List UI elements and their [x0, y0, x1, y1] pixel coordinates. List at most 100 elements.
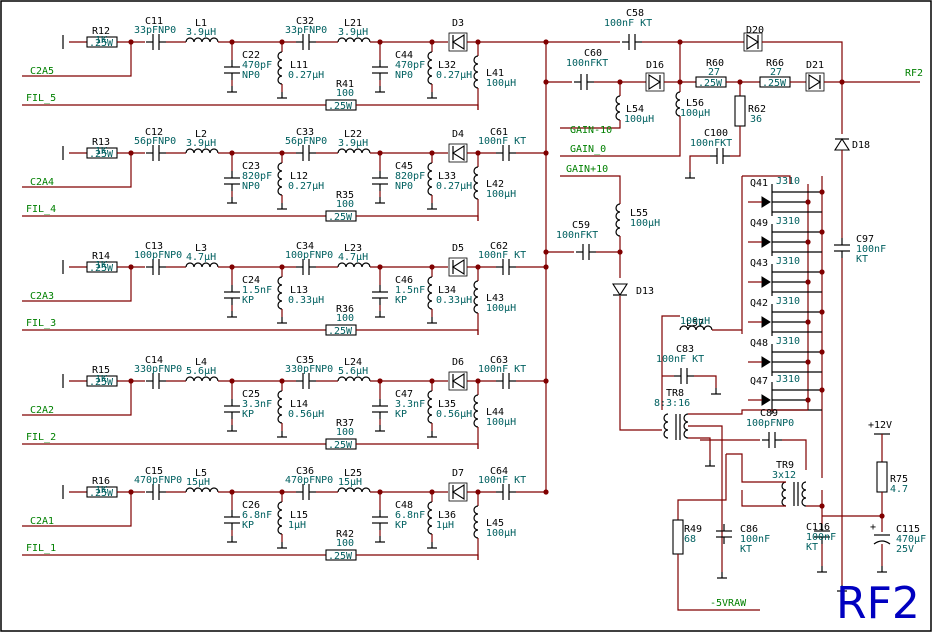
cap-value: 820pF	[242, 171, 272, 182]
junction-dot	[677, 39, 683, 45]
cap-value: 100nF KT	[604, 18, 652, 29]
diode-triangle	[808, 73, 822, 91]
inductor-coil	[185, 37, 219, 43]
cap-value: 3.3nF	[242, 399, 272, 410]
inductor-value: 100µH	[624, 114, 654, 125]
polarity-mark: +	[870, 522, 876, 533]
resistor-value: 1K	[95, 485, 107, 496]
cap-ref: C61	[490, 127, 508, 138]
diode-ref: D7	[452, 468, 464, 479]
resistor-ref: R15	[92, 365, 110, 376]
cap-value: 100nF KT	[478, 250, 526, 261]
inductor-value: 5.6µH	[186, 366, 216, 377]
resistor-value: 1K	[95, 146, 107, 157]
inductor-coil	[337, 376, 371, 382]
wire	[560, 120, 621, 129]
inductor-ref: L4	[195, 357, 207, 368]
resistor-ref: R75	[890, 474, 908, 485]
jfet-gate-arrow	[761, 356, 771, 368]
cap-value: 6.8nF	[395, 510, 425, 521]
wire	[688, 409, 808, 415]
junction-dot	[819, 189, 825, 195]
inductor-ref: L24	[344, 357, 362, 368]
inductor-coil	[427, 162, 433, 196]
inductor-value: 100µH	[486, 303, 516, 314]
wire	[22, 153, 132, 188]
diode-ref: D4	[452, 129, 464, 140]
inductor-value: 100µH	[486, 189, 516, 200]
cap-ref: C33	[296, 127, 314, 138]
resistor-value: 1K	[95, 35, 107, 46]
wire	[688, 437, 711, 460]
inductor-ref: L15	[290, 510, 308, 521]
inductor-value: 15µH	[186, 477, 210, 488]
diode-triangle	[451, 372, 465, 390]
jfet-gate-arrow	[761, 276, 771, 288]
resistor-ref: R35	[336, 190, 354, 201]
inductor-ref: L22	[344, 129, 362, 140]
cap-value: 100nF	[740, 534, 770, 545]
resistor-value: 100	[336, 313, 354, 324]
resistor-value: 1K	[95, 260, 107, 271]
diode-triangle	[451, 483, 465, 501]
inductor-value: 0.56µH	[288, 409, 324, 420]
wire	[689, 155, 710, 172]
cap-dielectric: KP	[395, 295, 407, 306]
inductor-ref: L45	[486, 518, 504, 529]
resistor-ref: R49	[684, 524, 702, 535]
net-label-fil_1: FIL_1	[26, 543, 56, 554]
inductor-value: 100µH	[486, 528, 516, 539]
filter-band-1: R121K.25WC2A5C1133pFNP0L13.9µHC22470pFNP…	[22, 16, 549, 112]
wire	[694, 375, 717, 388]
inductor-ref: L44	[486, 407, 504, 418]
cap-value: 100nF KT	[478, 475, 526, 486]
resistor-package: .25W	[762, 78, 787, 89]
cap-ref: C44	[395, 50, 413, 61]
sheet-title: RF2	[836, 578, 920, 629]
inductor-ref: L2	[195, 129, 207, 140]
wire	[22, 267, 132, 302]
cap-value: 100pFNP0	[746, 418, 794, 429]
cap-value: 33pFNP0	[134, 25, 176, 36]
resistor-package: .25W	[328, 440, 353, 451]
inductor-coil	[427, 390, 433, 424]
capacitor-plate-curved	[873, 540, 891, 545]
resistor-value: 1K	[95, 374, 107, 385]
filter-bands: R121K.25WC2A5C1133pFNP0L13.9µHC22470pFNP…	[22, 16, 549, 562]
resistor-ref: R60	[706, 58, 724, 69]
cap-value: 100nFKT	[556, 230, 598, 241]
cap-value: 330pFNP0	[134, 364, 182, 375]
wire	[22, 42, 132, 77]
diode-ref: D6	[452, 357, 464, 368]
transistor-ref: Q42	[750, 298, 768, 309]
inductor-ref: L21	[344, 18, 362, 29]
inductor-coil	[473, 280, 479, 314]
cap-ref: C89	[760, 408, 778, 419]
wire	[661, 315, 680, 330]
inductor-ref: L36	[438, 510, 456, 521]
wire	[356, 104, 479, 110]
diode-ref: D20	[746, 25, 764, 36]
cap-dielectric: NP0	[242, 70, 260, 81]
inductor-coil	[473, 505, 479, 539]
wire	[356, 443, 479, 449]
inductor-value: 3.9µH	[338, 27, 368, 38]
transistor-type: J310	[776, 256, 800, 267]
cap-value: 3.3nF	[395, 399, 425, 410]
cap-dielectric: NP0	[395, 70, 413, 81]
transistor-ref: Q48	[750, 338, 768, 349]
inductor-value: 1µH	[436, 520, 454, 531]
diode-ref: D5	[452, 243, 464, 254]
junction-dot	[805, 359, 811, 365]
transformer-ref: TR9	[776, 460, 794, 471]
inductor-value: 1µH	[288, 520, 306, 531]
cap-dielectric: KP	[395, 520, 407, 531]
inductor-coil	[473, 55, 479, 89]
filter-band-4: R151K.25WC2A2C14330pFNP0L45.6µHC253.3nFK…	[22, 355, 549, 451]
